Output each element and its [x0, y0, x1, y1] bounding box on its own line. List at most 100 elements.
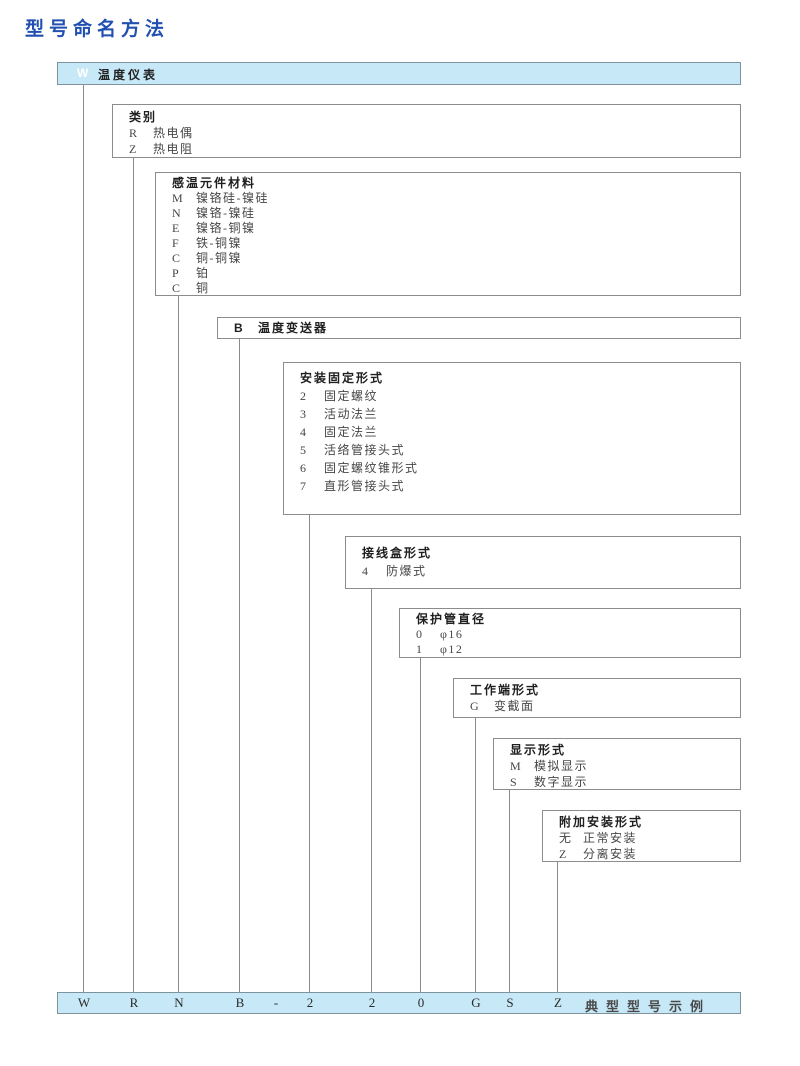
item-code: 1 [416, 642, 422, 656]
box-title-code: B [234, 321, 243, 335]
code-item: M 镍铬硅-镍硅 [172, 191, 740, 206]
code-item: 6 固定螺纹锥形式 [300, 459, 740, 477]
connector-line-sensor-material [178, 296, 179, 992]
header-label: 温度仪表 [98, 68, 159, 82]
item-label: 镍铬-镍硅 [196, 206, 256, 220]
header-code-bar: W 温度仪表 [57, 62, 741, 85]
item-code: Z [559, 847, 567, 861]
model-code-w: W [77, 995, 91, 1010]
item-label: 活络管接头式 [324, 443, 406, 457]
item-code: E [172, 221, 180, 235]
item-label: 正常安装 [583, 831, 638, 845]
box-transmitter: B 温度变送器 [217, 317, 741, 339]
box-title: 显示形式 [510, 743, 567, 757]
item-label: 镍铬-铜镍 [196, 221, 256, 235]
model-code-z: Z [554, 995, 562, 1010]
item-label: 模拟显示 [534, 759, 589, 773]
model-code-r: R [129, 995, 139, 1010]
header-code: W [77, 66, 89, 80]
item-label: 铂 [196, 266, 210, 280]
connector-line-category [133, 158, 134, 992]
item-code: 5 [300, 443, 306, 457]
item-code: C [172, 251, 181, 265]
box-title: 安装固定形式 [300, 371, 385, 385]
item-label: φ16 [440, 627, 464, 641]
item-label: 热电阻 [153, 142, 194, 156]
box-title: 附加安装形式 [559, 815, 644, 829]
model-example-bar: W R N B - 2 2 0 G S Z 典型型号示例 [57, 992, 741, 1014]
item-label: φ12 [440, 642, 464, 656]
model-code-n: N [174, 995, 184, 1010]
model-code-2b: 2 [368, 995, 376, 1010]
item-label: 铁-铜镍 [196, 236, 242, 250]
model-code-s: S [506, 995, 514, 1010]
model-code-2a: 2 [306, 995, 314, 1010]
box-title: 温度变送器 [258, 321, 329, 335]
item-label: 热电偶 [153, 126, 194, 140]
connector-line-transmitter [239, 339, 240, 992]
item-code: G [470, 699, 479, 713]
item-code: 3 [300, 407, 306, 421]
item-label: 固定螺纹 [324, 389, 379, 403]
item-label: 铜-铜镍 [196, 251, 242, 265]
box-title: 工作端形式 [470, 683, 541, 697]
item-label: 数字显示 [534, 775, 589, 789]
box-title: 接线盒形式 [362, 546, 433, 560]
connector-line-working-end [475, 718, 476, 992]
model-code-0: 0 [417, 995, 425, 1010]
item-code: C [172, 281, 181, 295]
box-title: 保护管直径 [416, 612, 487, 626]
item-code: F [172, 236, 179, 250]
item-code: Z [129, 142, 137, 156]
connector-line-w [83, 85, 84, 992]
code-item: 4 固定法兰 [300, 423, 740, 441]
code-item: C 铜-铜镍 [172, 251, 740, 266]
item-code: N [172, 206, 181, 220]
code-item: S 数字显示 [510, 774, 740, 790]
code-item: 无正常安装 [559, 830, 740, 846]
connector-line-mounting [309, 515, 310, 992]
connector-line-junction-box [371, 589, 372, 992]
box-display: 显示形式 M 模拟显示 S 数字显示 [493, 738, 741, 790]
item-label: 铜 [196, 281, 210, 295]
page-title: 型号命名方法 [25, 19, 170, 40]
code-item: Z 热电阻 [129, 141, 740, 157]
item-code: 4 [300, 425, 306, 439]
model-code-dash: - [273, 995, 279, 1010]
item-code: 无 [559, 831, 572, 845]
item-code: S [510, 775, 517, 789]
item-label: 固定法兰 [324, 425, 379, 439]
model-code-g: G [471, 995, 481, 1010]
item-code: M [510, 759, 521, 773]
code-item: F 铁-铜镍 [172, 236, 740, 251]
item-code: 6 [300, 461, 306, 475]
item-code: M [172, 191, 183, 205]
box-title: 类别 [129, 110, 158, 124]
item-label: 镍铬硅-镍硅 [196, 191, 269, 205]
box-items: M 模拟显示 S 数字显示 [510, 758, 740, 790]
item-label: 固定螺纹锥形式 [324, 461, 419, 475]
connector-line-display [509, 790, 510, 992]
item-code: 2 [300, 389, 306, 403]
box-title-row: B 温度变送器 [234, 320, 740, 337]
